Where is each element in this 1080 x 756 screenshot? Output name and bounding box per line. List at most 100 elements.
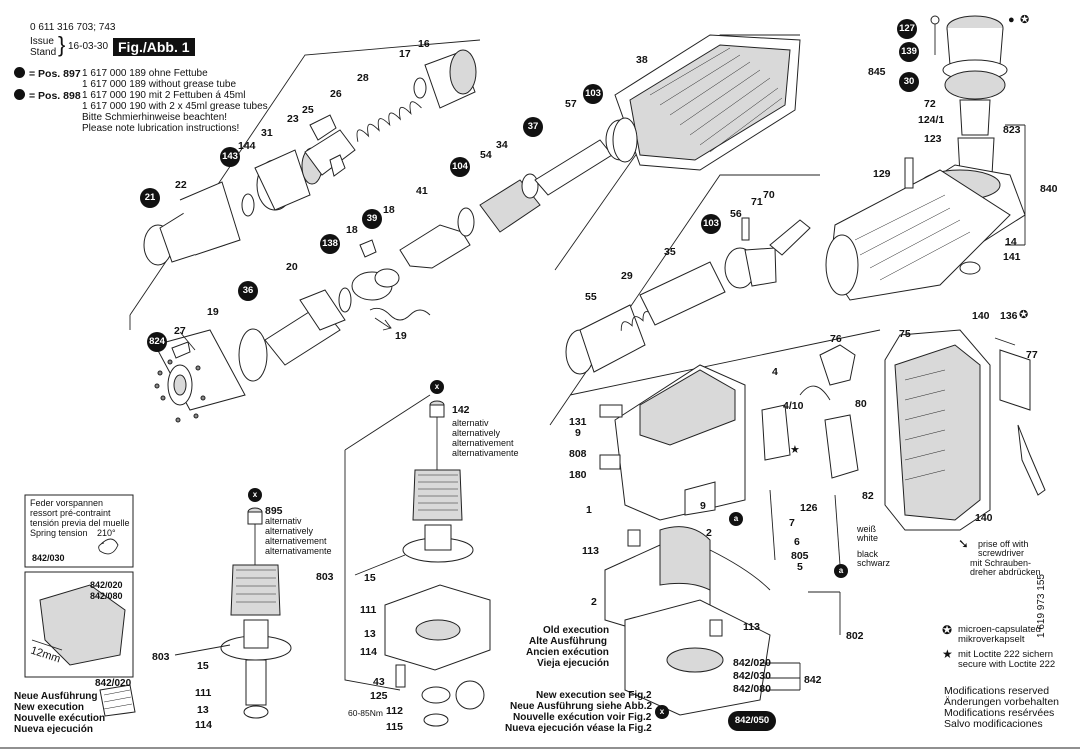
- spring-note-l4: Spring tension: [30, 528, 88, 538]
- label-842-080: 842/080: [733, 683, 771, 695]
- leader-lines: [174, 124, 1026, 691]
- bubble-36: 36: [238, 281, 258, 301]
- label-4: 4: [772, 366, 778, 378]
- field-coil-brush-holder: [604, 526, 771, 716]
- label-9b: 9: [700, 500, 706, 512]
- label-136: 136: [1000, 310, 1018, 322]
- grease-icon: ●: [1008, 14, 1015, 26]
- label-16: 16: [418, 38, 430, 50]
- torque-value: 60-85Nm: [348, 708, 383, 718]
- label-112: 112: [386, 705, 403, 717]
- bubble-39: 39: [362, 209, 382, 229]
- bubble-104: 104: [450, 157, 470, 177]
- label-35: 35: [664, 246, 676, 258]
- label-15b: 15: [197, 660, 209, 672]
- alt142-l1: alternativ: [452, 418, 489, 428]
- label-129: 129: [873, 168, 891, 180]
- label-140a: 140: [972, 310, 990, 322]
- label-70: 70: [763, 189, 775, 201]
- armature-stator: [384, 400, 491, 727]
- pry-note-l2: screwdriver: [978, 548, 1025, 558]
- wire-white-de: weiß: [857, 524, 877, 534]
- pos897-line2: 1 617 000 189 without grease tube: [82, 79, 237, 90]
- document-number: 1 619 973 155: [1036, 574, 1047, 638]
- label-124-1: 124/1: [918, 114, 945, 126]
- old-exec-l1: Old execution: [543, 625, 610, 636]
- motor-housing: [599, 364, 746, 521]
- label-18a: 18: [383, 204, 395, 216]
- old-exec-l3: Ancien exécution: [526, 647, 609, 658]
- label-111a: 111: [360, 604, 377, 616]
- legend-micro-1: microen-capsulated: [958, 624, 1041, 635]
- label-5: 5: [797, 561, 803, 573]
- label-20: 20: [286, 261, 298, 273]
- legend-micro-2: mikroverkapselt: [958, 634, 1025, 645]
- label-22: 22: [175, 179, 187, 191]
- loctite-star-icon: ★: [942, 647, 953, 661]
- new-exec-fig2-l3: Nouvelle exécution voir Fig.2: [513, 712, 652, 723]
- alt895-l4: alternativamente: [265, 546, 332, 556]
- label-131: 131: [569, 416, 587, 428]
- label-77: 77: [1026, 349, 1038, 361]
- bubble-x3: x: [655, 705, 669, 719]
- new-exec-fig2-l4: Nueva ejecución véase la Fig.2: [505, 723, 652, 734]
- alt895-l1: alternativ: [265, 516, 302, 526]
- alt895-l3: alternativement: [265, 536, 327, 546]
- label-6: 6: [794, 536, 800, 548]
- label-57: 57: [565, 98, 577, 110]
- gearbox-assembly: [825, 15, 1026, 301]
- bubble-127: 127: [897, 19, 917, 39]
- label-114a: 114: [360, 646, 377, 658]
- label-71: 71: [751, 196, 763, 208]
- label-31: 31: [261, 127, 273, 139]
- microcapsule-icon: ✪: [942, 623, 953, 637]
- bubble-21: 21: [140, 188, 160, 208]
- pos898-line: 1 617 000 190 mit 2 Fettuben á 45ml: [82, 90, 246, 101]
- label-840: 840: [1040, 183, 1058, 195]
- pry-note-l3: mit Schrauben-: [970, 558, 1032, 568]
- lubrication-note-en: Please note lubrication instructions!: [82, 123, 240, 134]
- lubrication-note-de: Bitte Schmierhinweise beachten!: [82, 112, 228, 123]
- bubble-30: 30: [899, 72, 919, 92]
- armature-alt: [220, 507, 292, 719]
- label-842-020: 842/020: [733, 657, 771, 669]
- spring-note-l2: ressort pré-contraint: [30, 508, 111, 518]
- front-tube-assembly: [143, 49, 477, 266]
- label-9a: 9: [575, 427, 581, 439]
- label-803b: 803: [152, 651, 170, 663]
- label-2b: 2: [591, 596, 597, 608]
- arrow-icon: ➘: [958, 536, 969, 551]
- label-144: 144: [238, 140, 256, 152]
- microcapsule-icon: ✪: [1020, 14, 1030, 26]
- figure-label: Fig./Abb. 1: [113, 38, 195, 56]
- part-number: 0 611 316 703; 743: [30, 22, 116, 33]
- pry-note-l1: prise off with: [978, 539, 1029, 549]
- label-114b: 114: [195, 719, 212, 731]
- label-1: 1: [586, 504, 592, 516]
- label-140b: 140: [975, 512, 993, 524]
- wire-white-en: white: [857, 533, 879, 543]
- new-exec-fig2-l1: New execution see Fig.2: [536, 690, 652, 701]
- label-27: 27: [174, 325, 186, 337]
- label-18b: 18: [346, 224, 358, 236]
- label-126: 126: [800, 502, 818, 514]
- pos898-line2: 1 617 000 190 with 2 x 45ml grease tubes: [82, 101, 268, 112]
- spring-note-l1: Feder vorspannen: [30, 498, 104, 508]
- bubble-139: 139: [899, 42, 919, 62]
- label-113a: 113: [582, 545, 599, 557]
- bubble-x1: x: [430, 380, 444, 394]
- modifications-l1: Modifications reserved: [944, 685, 1050, 697]
- modifications-l2: Änderungen vorbehalten: [944, 696, 1060, 708]
- label-115: 115: [386, 721, 403, 733]
- spring-tension-value: 210°: [97, 528, 116, 538]
- bubble-103b: 103: [701, 214, 721, 234]
- bubble-143: 143: [220, 147, 240, 167]
- bubble-138: 138: [320, 234, 340, 254]
- label-808: 808: [569, 448, 587, 460]
- label-803a: 803: [316, 571, 334, 583]
- label-76: 76: [830, 333, 842, 345]
- label-19a: 19: [207, 306, 219, 318]
- new-exec-l1: Neue Ausführung: [14, 691, 98, 702]
- label-142: 142: [452, 404, 470, 416]
- wire-black-de: schwarz: [857, 558, 891, 568]
